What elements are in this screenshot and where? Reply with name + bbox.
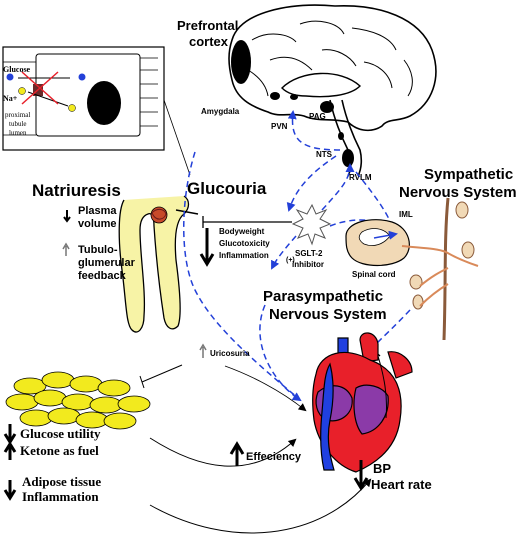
sglt2-label: SGLT-2 <box>295 249 323 258</box>
nts-region <box>338 132 344 140</box>
inhibition-cross <box>21 71 59 105</box>
down-arrow-icon <box>63 210 71 223</box>
inhibition-line <box>202 216 292 228</box>
uricosuria-label: Uricosuria <box>210 349 250 358</box>
nephron <box>118 195 199 333</box>
down-arrow-icon <box>353 460 369 491</box>
up-arrow-icon <box>62 242 70 256</box>
pvn-region <box>290 94 298 100</box>
sympathetic-label: Sympathetic <box>424 166 513 183</box>
pag-region <box>320 101 334 113</box>
bp-label: BP <box>373 461 391 476</box>
prefrontal-label: cortex <box>189 34 229 49</box>
glucouria-item: Inflammation <box>219 251 269 260</box>
spinal-cord <box>345 219 410 267</box>
glucose-utility-label: Glucose utility <box>20 426 101 441</box>
efficiency-label: Effeciency <box>246 451 302 463</box>
amygdala-label: Amygdala <box>201 107 240 116</box>
natriuresis-item: glumerular <box>78 257 136 269</box>
glomerulus <box>150 206 168 224</box>
natriuresis-item: feedback <box>78 270 127 282</box>
parasympathetic-label: Nervous System <box>269 306 387 323</box>
ketone-label: Ketone as fuel <box>20 443 99 458</box>
spinal-cord-label: Spinal cord <box>352 270 396 279</box>
up-arrow-icon <box>3 441 17 460</box>
cell-nucleus <box>87 81 121 125</box>
prefrontal-cortex-region <box>231 40 251 84</box>
glucose-molecule <box>78 73 86 81</box>
up-arrow-icon <box>199 343 207 358</box>
brain: Prefrontal cortex Amygdala PVN PAG NTS R… <box>177 4 437 182</box>
sympathetic-label: Nervous System <box>399 184 517 201</box>
sodium-ion <box>18 87 26 95</box>
lumen-label: lumen <box>9 129 27 137</box>
prefrontal-label: Prefrontal <box>177 18 238 33</box>
sodium-label: Na+ <box>3 94 18 103</box>
adipose-label: Adipose tissue <box>22 474 101 489</box>
rvlm-label: RVLM <box>349 173 372 182</box>
glucose-molecule <box>6 73 14 81</box>
zoom-line <box>163 99 191 176</box>
iml-label: IML <box>399 210 413 219</box>
heart-rate-label: Heart rate <box>371 477 432 492</box>
lumen-label: proximal <box>5 111 30 119</box>
sympathetic-chain <box>401 197 479 341</box>
adipose-cells <box>5 371 151 430</box>
sglt2-label: inhibitor <box>292 260 324 269</box>
plus-sign: (+) <box>286 257 295 264</box>
nts-label: NTS <box>316 150 333 159</box>
pag-label: PAG <box>309 112 326 121</box>
glucouria-item: Glucotoxicity <box>219 239 270 248</box>
glucose-label: Glucose <box>3 65 31 74</box>
natriuresis-item: Plasma <box>78 205 117 217</box>
down-arrow-icon <box>3 480 17 501</box>
natriuresis-item: volume <box>78 218 117 230</box>
parasympathetic-label: Parasympathetic <box>263 288 383 305</box>
down-arrow-icon <box>3 424 17 445</box>
rvlm-region <box>342 149 354 167</box>
pvn-label: PVN <box>271 122 288 131</box>
glucouria-title: Glucouria <box>187 179 267 198</box>
adipose-label: Inflammation <box>22 489 99 504</box>
glucouria-item: Bodyweight <box>219 227 265 236</box>
natriuresis-title: Natriuresis <box>32 181 121 200</box>
heart <box>312 332 413 473</box>
down-arrow-icon <box>199 228 215 267</box>
amygdala-region <box>270 92 280 100</box>
up-arrow-icon <box>229 441 245 466</box>
tubule-cell: Glucose Na+ proximal tubule lumen <box>2 46 165 151</box>
sodium-ion <box>68 104 76 112</box>
inhibition-line <box>139 364 183 389</box>
natriuresis-item: Tubulo- <box>78 244 118 256</box>
lumen-label: tubule <box>9 120 27 128</box>
sglt2-star <box>291 203 332 246</box>
